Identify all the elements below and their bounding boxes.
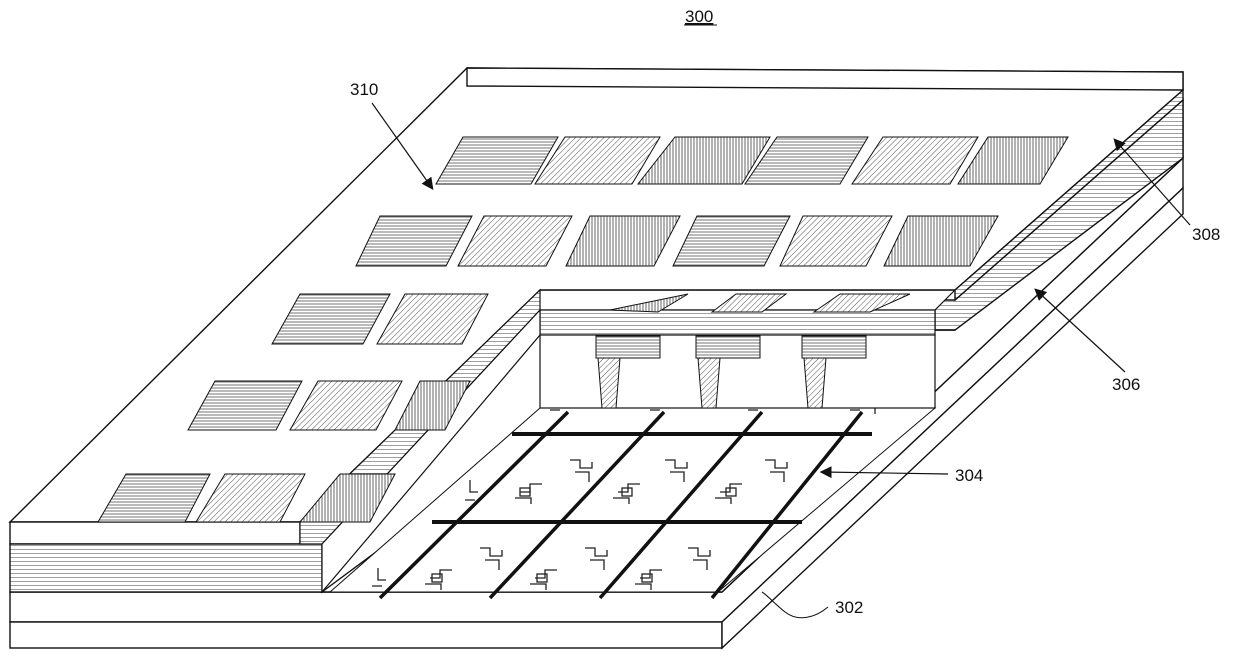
label-306-text: 306 [1112,375,1140,394]
label-304-text: 304 [955,466,983,485]
label-308-text: 308 [1192,225,1220,244]
figure-number: 300 [684,7,717,26]
cross-section [498,290,955,408]
label-306: 306 [1036,290,1140,394]
figure-number-text: 300 [685,7,713,26]
label-310-text: 310 [350,80,378,99]
label-302-text: 302 [835,598,863,617]
